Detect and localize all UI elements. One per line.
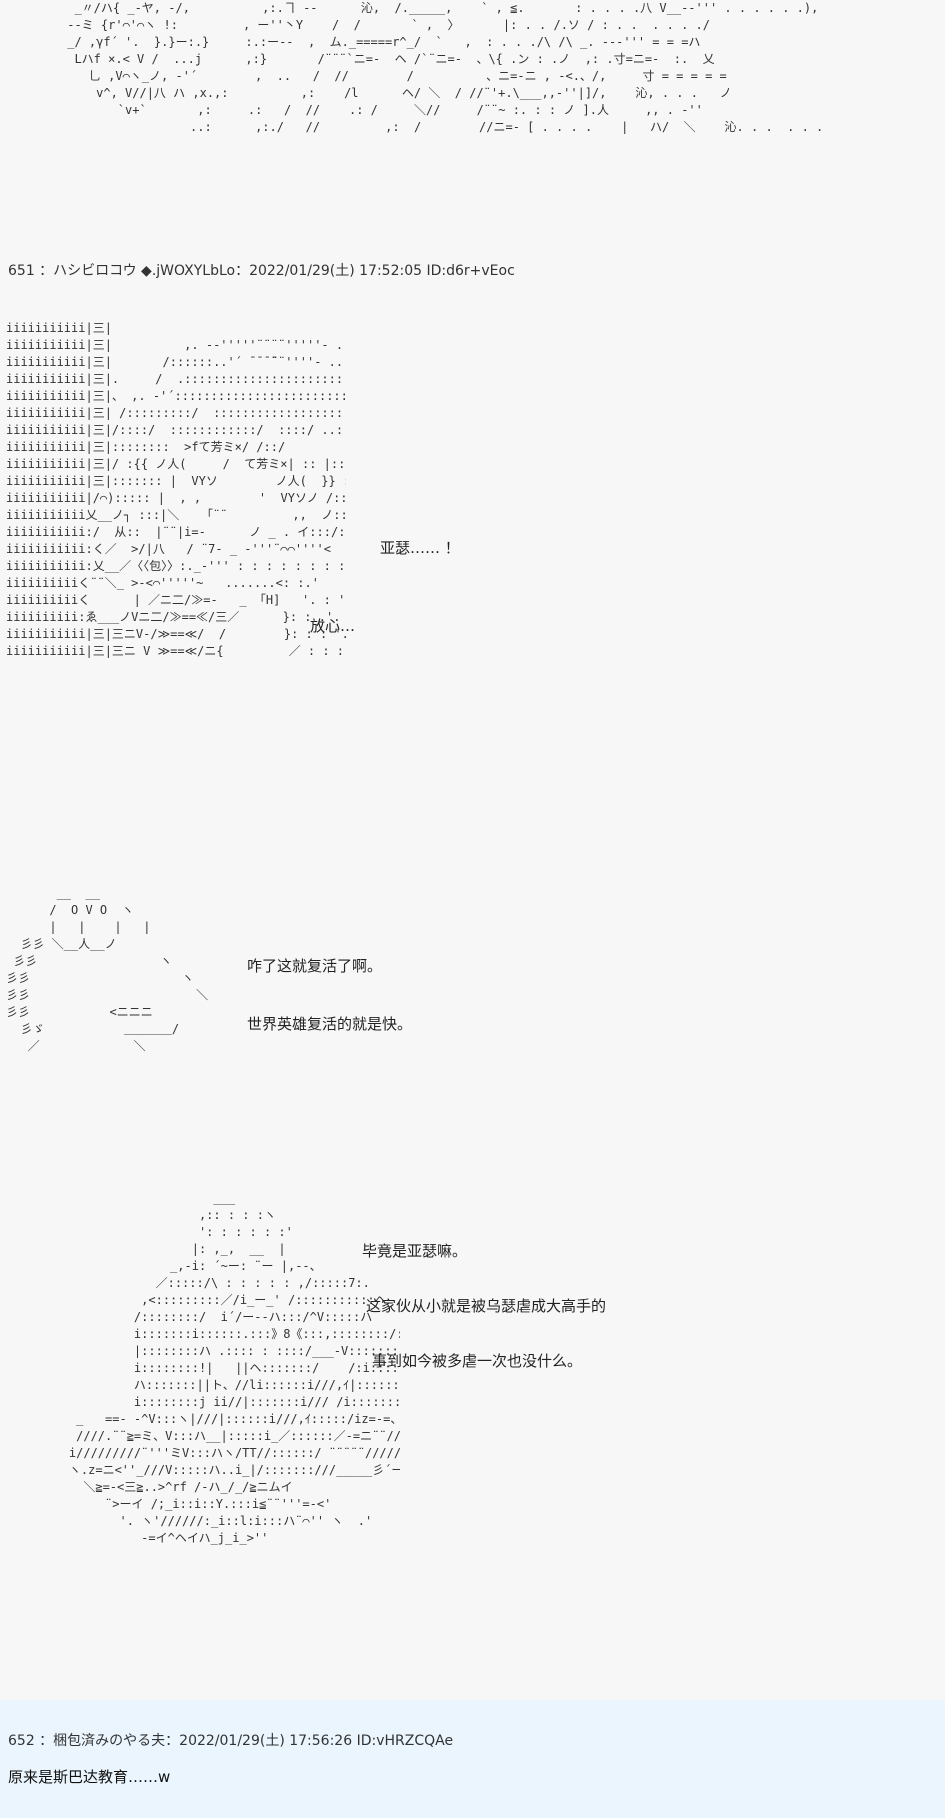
post-body-text: 原来是斯巴达教育……w — [8, 1768, 171, 1786]
dialogue-line: 毕竟是亚瑟嘛。 — [362, 1242, 468, 1260]
post-header: 651 ：ハシビロコウ ◆.jWOXYLbLo：2022/01/29(土) 17… — [8, 260, 515, 280]
post-652: 652 ：梱包済みのやる夫：2022/01/29(土) 17:56:26 ID:… — [0, 1700, 945, 1818]
ascii-art-character: __ __ / O V O ヽ | | | | 彡彡 ＼__人__ノ 彡彡 ヽ … — [6, 886, 209, 1053]
dialogue-line: 放心… — [310, 617, 356, 635]
dialogue-line: 咋了这就复活了啊。 — [247, 957, 383, 975]
post-header-text: 651 ：ハシビロコウ ◆.jWOXYLbLo：2022/01/29(土) 17… — [8, 263, 515, 279]
dialogue-line: 亚瑟…… ！ — [380, 539, 460, 557]
dialogue-line: 世界英雄复活的就是快。 — [247, 1015, 413, 1033]
post-header: 652 ：梱包済みのやる夫：2022/01/29(土) 17:56:26 ID:… — [8, 1730, 453, 1750]
ascii-art-arthur: iiiiiiiiiii|三| iiiiiiiiiii|三| ,. --'''''… — [6, 321, 346, 658]
post-651: 651 ：ハシビロコウ ◆.jWOXYLbLo：2022/01/29(土) 17… — [0, 225, 945, 1700]
dialogue-line: 事到如今被多虐一次也没什么。 — [372, 1352, 583, 1370]
ascii-art-robed-figure: ___ ,:: : : :ヽ ': : : : : :' |: ,_, __ |… — [68, 1191, 400, 1545]
post-previous: _〃/ハ{ _-ヤ, -/, ,:.ヿ -- 沁, /._____, ` , ≦… — [0, 0, 945, 225]
post-header-text: 652 ：梱包済みのやる夫：2022/01/29(土) 17:56:26 ID:… — [8, 1733, 454, 1749]
ascii-art-top: _〃/ハ{ _-ヤ, -/, ,:.ヿ -- 沁, /._____, ` , ≦… — [67, 1, 824, 134]
dialogue-line: 这家伙从小就是被乌瑟虐成大高手的 — [366, 1297, 607, 1315]
